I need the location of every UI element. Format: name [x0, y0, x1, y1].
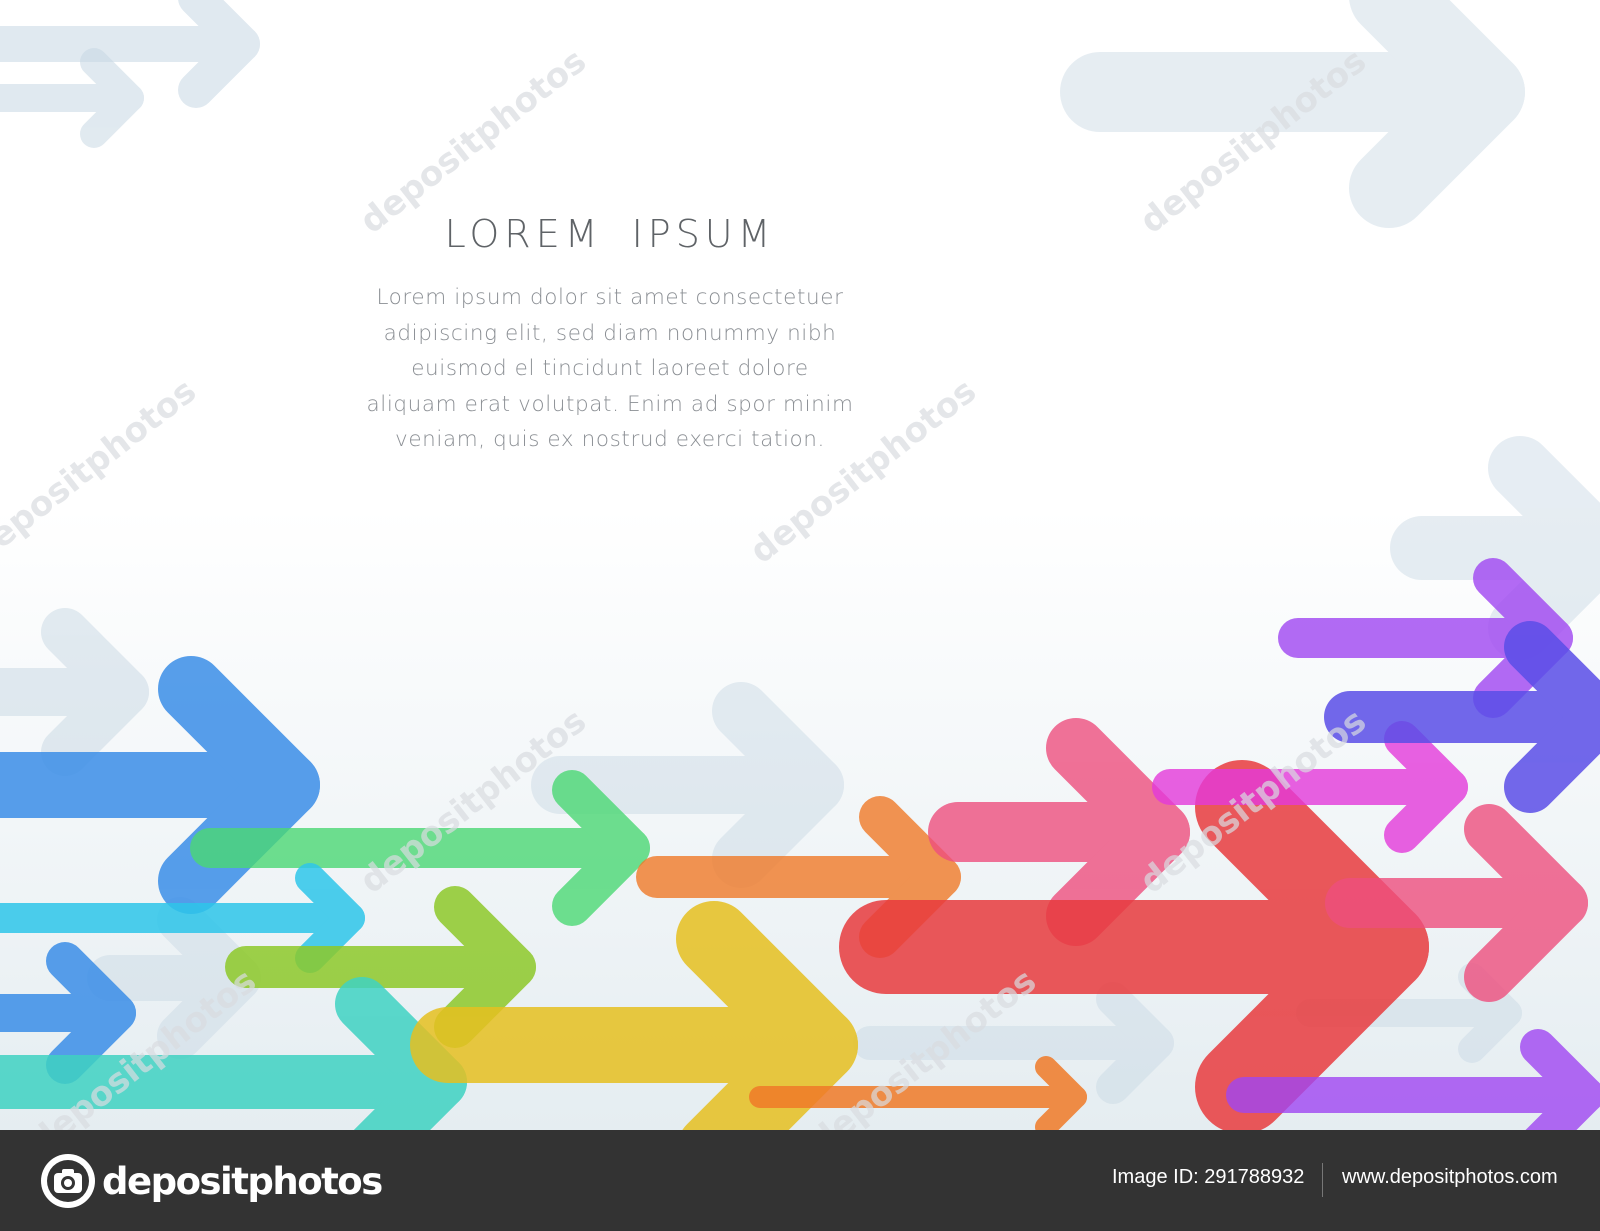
arrow-head — [1384, 721, 1468, 853]
arrow-shape — [749, 1056, 1087, 1130]
arrow-shape — [0, 608, 149, 776]
footer-divider — [1322, 1163, 1323, 1197]
arrow-head — [1349, 0, 1525, 228]
arrow-shape — [410, 901, 858, 1130]
arrow-head — [676, 901, 858, 1130]
body-copy: Lorem ipsum dolor sit amet consectetuer … — [320, 280, 900, 458]
arrow-shape — [0, 48, 144, 148]
arrow-shape — [928, 718, 1190, 946]
arrow-head — [1464, 804, 1588, 1002]
arrow-shape — [190, 770, 650, 926]
arrow-shape — [853, 982, 1174, 1104]
arrow-head — [41, 608, 149, 776]
body-line: Lorem ipsum dolor sit amet consectetuer — [376, 285, 844, 310]
arrow-head — [295, 863, 365, 973]
arrow-shape — [531, 682, 844, 888]
footer-bar: depositphotos Image ID: 291788932 www.de… — [0, 1130, 1600, 1231]
brand-name: depositphotos — [102, 1159, 383, 1203]
arrow-shape — [0, 942, 136, 1084]
body-line: veniam, quis ex nostrud exerci tation. — [395, 427, 825, 452]
image-id: Image ID: 291788932 — [1112, 1166, 1305, 1188]
arrow-layer — [0, 0, 1600, 1130]
body-line: aliquam erat volutpat. Enim ad spor mini… — [366, 391, 854, 417]
arrow-shape — [0, 863, 365, 973]
body-line: euismod el tincidunt laoreet dolore — [411, 356, 809, 381]
arrow-head — [1035, 1056, 1087, 1130]
arrow-shape — [1325, 804, 1588, 1002]
arrow-head — [1046, 718, 1190, 946]
arrow-head — [1520, 1029, 1600, 1130]
arrow-head — [178, 0, 260, 108]
arrow-head — [1504, 621, 1600, 813]
arrow-shape — [1324, 621, 1600, 813]
arrow-head — [1096, 982, 1174, 1104]
body-line: adipiscing elit, sed diam nonummy nibh — [383, 320, 837, 346]
arrow-shape — [0, 0, 260, 108]
arrow-head — [80, 48, 144, 148]
arrow-head — [1488, 436, 1600, 660]
arrow-shape — [839, 760, 1429, 1130]
arrow-shape — [1152, 721, 1468, 853]
arrow-shape — [1226, 1029, 1600, 1130]
site-url[interactable]: www.depositphotos.com — [1342, 1166, 1558, 1188]
brand-logo[interactable]: depositphotos — [40, 1152, 383, 1210]
arrow-head — [712, 682, 844, 888]
arrow-shape — [1060, 0, 1525, 228]
arrow-head — [46, 942, 136, 1084]
camera-logo-icon — [41, 1154, 95, 1208]
headline: LOREM IPSUM — [444, 212, 776, 256]
arrow-head — [1195, 760, 1429, 1130]
arrow-shape — [1390, 436, 1600, 660]
arrow-head — [552, 770, 650, 926]
